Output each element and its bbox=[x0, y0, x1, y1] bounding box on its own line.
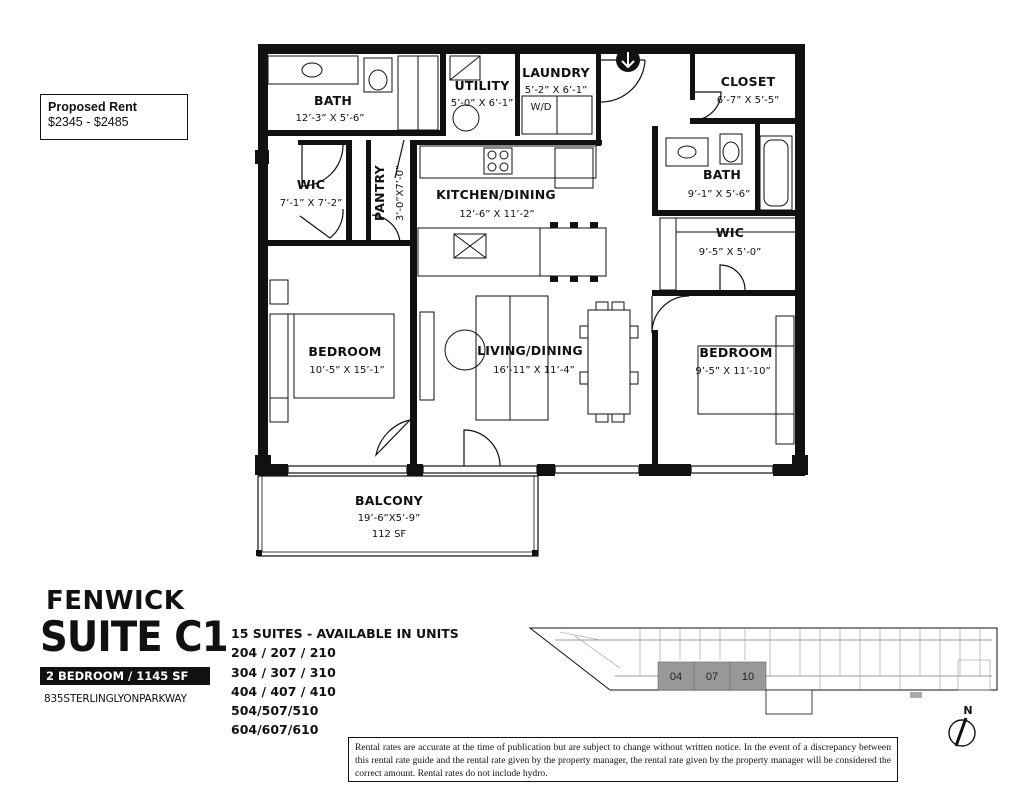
key-unit-10: 10 bbox=[742, 671, 754, 683]
kitchen-stools bbox=[550, 222, 598, 282]
bedroom-1-dims: 10’-5” X 15’-1” bbox=[309, 365, 384, 376]
rental-disclaimer: Rental rates are accurate at the time of… bbox=[348, 737, 898, 782]
bath-1-dims: 12’-3” X 5’-6” bbox=[296, 113, 365, 124]
balcony-label: BALCONY bbox=[355, 493, 424, 508]
unit-row: 304 / 307 / 310 bbox=[231, 664, 336, 680]
availability-list: 15 SUITES - AVAILABLE IN UNITS 204 / 207… bbox=[231, 624, 459, 740]
wic-1-dims: 7’-1” X 7’-2” bbox=[280, 198, 343, 209]
availability-title: 15 SUITES - AVAILABLE IN UNITS bbox=[231, 626, 459, 641]
unit-row: 504/507/510 bbox=[231, 703, 319, 719]
wic-2-dims: 9’-5” X 5’-0” bbox=[699, 247, 762, 258]
pantry-dims: 3’-0”X7’-0” bbox=[395, 165, 406, 221]
bath-2-dims: 9’-1” X 5’-6” bbox=[688, 189, 751, 200]
unit-row: 404 / 407 / 410 bbox=[231, 683, 336, 699]
living-label: LIVING/DINING bbox=[477, 343, 583, 358]
laundry-dims: 5’-2” X 6’-1” bbox=[525, 85, 588, 96]
utility-label: UTILITY bbox=[455, 78, 511, 93]
utility-dims: 5’-0” X 6’-1” bbox=[451, 98, 514, 109]
closet-dims: 6’-7” X 5’-5” bbox=[717, 95, 780, 106]
kitchen-label: KITCHEN/DINING bbox=[436, 187, 556, 202]
bedroom-2-dims: 9’-5” X 11’-10” bbox=[695, 366, 770, 377]
living-furniture bbox=[419, 295, 639, 423]
bedroom-2-label: BEDROOM bbox=[699, 345, 772, 360]
kitchen-dims: 12’-6” X 11’-2” bbox=[459, 209, 534, 220]
bedroom-1-label: BEDROOM bbox=[308, 344, 381, 359]
wic-2-label: WIC bbox=[716, 225, 744, 240]
south-windows bbox=[287, 465, 774, 474]
proposed-rent-box: Proposed Rent $2345 - $2485 bbox=[40, 94, 188, 140]
living-dims: 16’-11” X 11’-4” bbox=[493, 365, 575, 376]
bath-2-fixtures bbox=[665, 133, 793, 211]
key-unit-07: 07 bbox=[706, 671, 718, 683]
kitchen-counters bbox=[417, 145, 607, 277]
key-unit-04: 04 bbox=[670, 671, 682, 683]
suite-summary-bar: 2 BEDROOM / 1145 SF bbox=[40, 667, 210, 685]
balcony-outline bbox=[256, 475, 539, 557]
interior-walls bbox=[266, 50, 800, 470]
pantry-label: PANTRY bbox=[372, 164, 387, 221]
building-name: FENWICK bbox=[46, 586, 185, 616]
proposed-rent-title: Proposed Rent bbox=[48, 100, 137, 114]
exterior-walls bbox=[255, 44, 808, 476]
proposed-rent-value: $2345 - $2485 bbox=[48, 115, 129, 129]
suite-title: SUITE C1 bbox=[40, 612, 229, 661]
bath-1-fixtures bbox=[267, 55, 439, 131]
entry-arrow-icon bbox=[616, 48, 640, 72]
bedroom-2-bed bbox=[697, 315, 795, 445]
unit-row: 604/607/610 bbox=[231, 722, 319, 738]
north-arrow-icon bbox=[948, 717, 976, 747]
laundry-label: LAUNDRY bbox=[522, 65, 590, 80]
building-address: 835STERLINGLYONPARKWAY bbox=[44, 692, 187, 705]
closet-label: CLOSET bbox=[721, 74, 776, 89]
key-plan bbox=[528, 627, 998, 715]
unit-row: 204 / 207 / 210 bbox=[231, 645, 336, 661]
bath-2-label: BATH bbox=[703, 167, 741, 182]
balcony-dims: 19’-6”X5’-9” bbox=[358, 513, 421, 524]
bedroom-1-bed bbox=[269, 279, 395, 423]
balcony-area: 112 SF bbox=[372, 529, 407, 540]
bath-1-label: BATH bbox=[314, 93, 352, 108]
utility-laundry-fixtures bbox=[449, 55, 593, 135]
wic-2-shelving bbox=[659, 217, 797, 291]
wic-1-label: WIC bbox=[297, 177, 325, 192]
north-label: N bbox=[963, 704, 972, 717]
washer-dryer-label: W/D bbox=[531, 102, 552, 113]
